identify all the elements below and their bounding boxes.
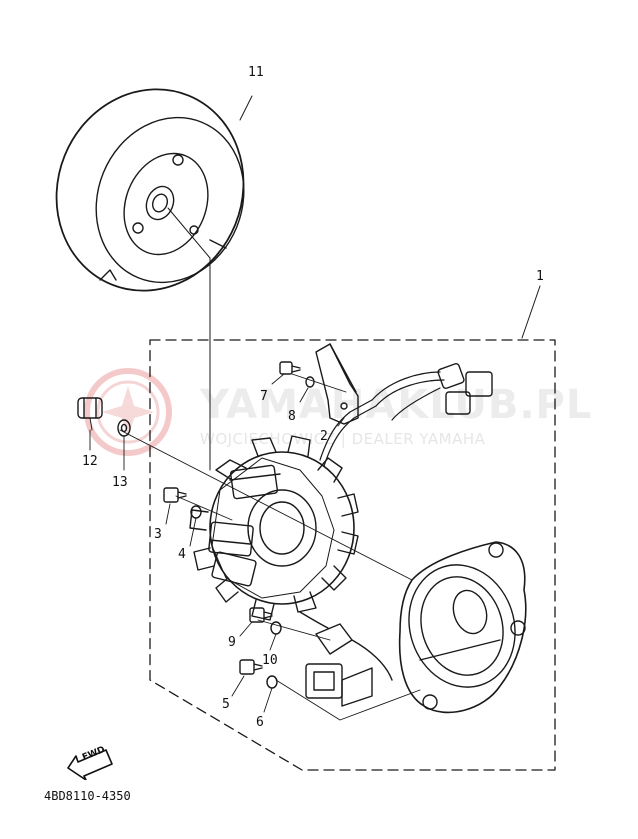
callout-13: 13: [112, 475, 128, 490]
washer-part-4: [190, 505, 202, 519]
washer-part-13: [117, 419, 131, 437]
callout-8: 8: [288, 409, 296, 424]
callout-3: 3: [154, 527, 162, 542]
washer-part-8: [305, 376, 315, 388]
stator-cover: [398, 541, 527, 714]
flywheel-rotor: [55, 88, 245, 292]
wire-clamp: [315, 343, 359, 425]
bolt-part-7: [279, 361, 301, 375]
bolt-part-12: [77, 397, 103, 431]
callout-11: 11: [248, 65, 264, 80]
pulser-coil: [299, 611, 393, 707]
washer-part-6: [266, 675, 278, 689]
callout-2: 2: [320, 429, 328, 444]
yamaha-logo-icon: [84, 368, 172, 456]
callout-9: 9: [228, 635, 236, 650]
fwd-arrow-icon: [67, 749, 113, 780]
bolt-part-9: [249, 607, 273, 623]
callout-7: 7: [260, 389, 268, 404]
callout-12: 12: [82, 454, 98, 469]
callout-5: 5: [222, 697, 230, 712]
washer-part-10: [270, 621, 282, 635]
stator-coil: [189, 435, 359, 621]
bolt-part-5: [239, 659, 263, 675]
watermark-subtitle: WOJCIECHOWICZ | DEALER YAMAHA: [200, 430, 486, 448]
callout-4: 4: [178, 547, 186, 562]
callout-1: 1: [536, 269, 544, 284]
bolt-part-3: [163, 487, 187, 503]
watermark-title: YAMAHAKLUB.PL: [200, 382, 593, 428]
callout-10: 10: [262, 653, 278, 668]
callout-6: 6: [256, 715, 264, 730]
diagram-code: 4BD8110-4350: [44, 789, 131, 803]
